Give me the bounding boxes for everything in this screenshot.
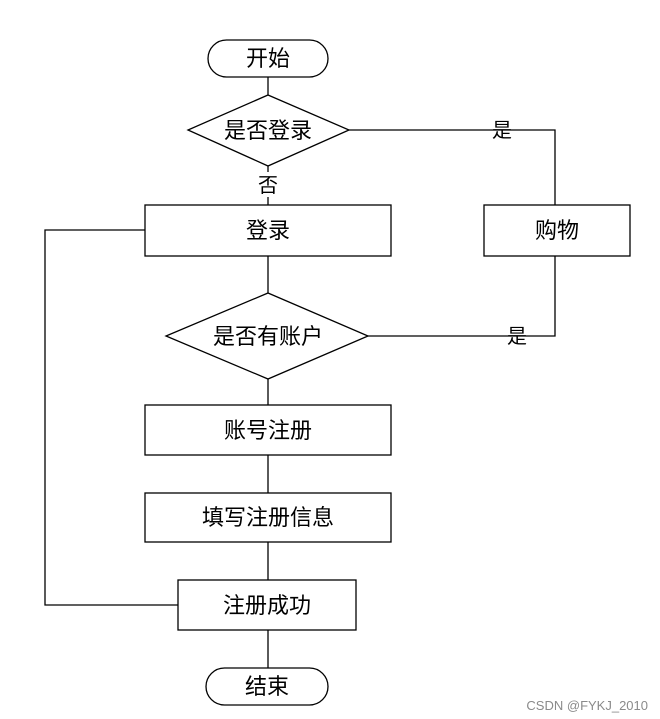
watermark: CSDN @FYKJ_2010 [526,698,648,713]
start-node: 开始 [207,39,329,78]
end-node: 结束 [205,667,329,706]
check-login-label: 是否登录 [224,119,312,144]
start-label: 开始 [246,47,290,72]
edge-success-loop-to-login [44,229,178,606]
register-success-node: 注册成功 [177,579,357,631]
edge-check-login-yes [349,129,556,205]
register-account-label: 账号注册 [224,419,312,444]
fill-info-label: 填写注册信息 [202,506,334,531]
connectors [44,77,556,668]
shopping-node: 购物 [483,204,631,257]
shopping-label: 购物 [535,219,579,244]
edge-label-account-yes: 是 [507,324,527,348]
edge-label-login-yes: 是 [492,118,512,142]
register-success-label: 注册成功 [223,594,311,619]
login-label: 登录 [246,219,290,244]
login-node: 登录 [144,204,392,257]
check-login-decision: 是否登录 [186,94,351,167]
edge-label-login-no: 否 [258,173,278,197]
end-label: 结束 [245,675,289,700]
check-account-decision: 是否有账户 [164,292,370,380]
check-account-label: 是否有账户 [213,325,323,350]
edge-account-yes-to-shopping [368,256,556,337]
fill-info-node: 填写注册信息 [144,492,392,543]
register-account-node: 账号注册 [144,404,392,456]
